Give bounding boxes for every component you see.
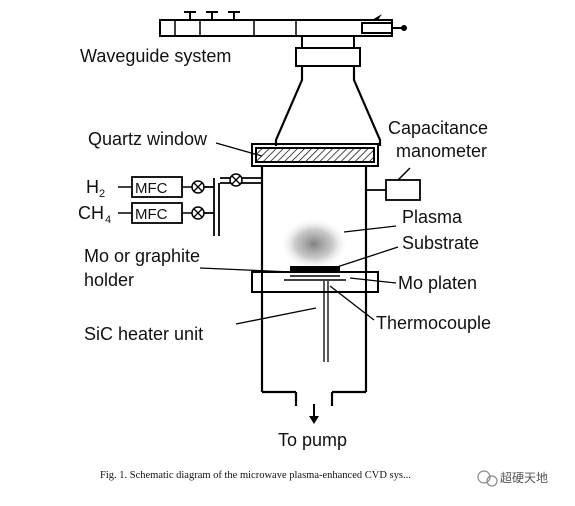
gas-inlet bbox=[118, 173, 262, 236]
leader-lines bbox=[199, 142, 399, 325]
quartz-window bbox=[251, 143, 379, 167]
plasma-label: Plasma bbox=[402, 207, 463, 227]
holder-label-line2: holder bbox=[84, 270, 134, 290]
plasma-glow bbox=[280, 218, 348, 270]
waveguide-label: Waveguide system bbox=[80, 46, 231, 66]
h2-label: H bbox=[86, 177, 99, 197]
capacitance-label-line2: manometer bbox=[396, 141, 487, 161]
ch4-label: CH bbox=[78, 203, 104, 223]
capacitance-manometer bbox=[366, 167, 421, 201]
watermark-text: 超硬天地 bbox=[500, 470, 548, 485]
thermocouple-label: Thermocouple bbox=[376, 313, 491, 333]
figure-caption: Fig. 1. Schematic diagram of the microwa… bbox=[100, 470, 411, 481]
to-pump-label: To pump bbox=[278, 430, 347, 450]
holder-label-line1: Mo or graphite bbox=[84, 246, 200, 266]
ch4-subscript: 4 bbox=[105, 214, 111, 226]
reactor-chamber bbox=[251, 166, 379, 424]
h2-subscript: 2 bbox=[99, 188, 105, 200]
mfc-ch4-label: MFC bbox=[135, 206, 168, 223]
waveguide-tube bbox=[159, 19, 393, 37]
watermark-badge: 超硬天地 bbox=[477, 470, 548, 487]
quartz-window-label: Quartz window bbox=[88, 129, 208, 149]
mo-platen-label: Mo platen bbox=[398, 273, 477, 293]
sic-heater-label: SiC heater unit bbox=[84, 324, 203, 344]
capacitance-label-line1: Capacitance bbox=[388, 118, 488, 138]
waveguide-system bbox=[159, 11, 407, 146]
mfc-h2-label: MFC bbox=[135, 180, 168, 197]
tuning-stubs bbox=[184, 11, 240, 20]
substrate-stage bbox=[280, 266, 350, 362]
substrate-block bbox=[290, 266, 340, 271]
substrate-label: Substrate bbox=[402, 233, 479, 253]
